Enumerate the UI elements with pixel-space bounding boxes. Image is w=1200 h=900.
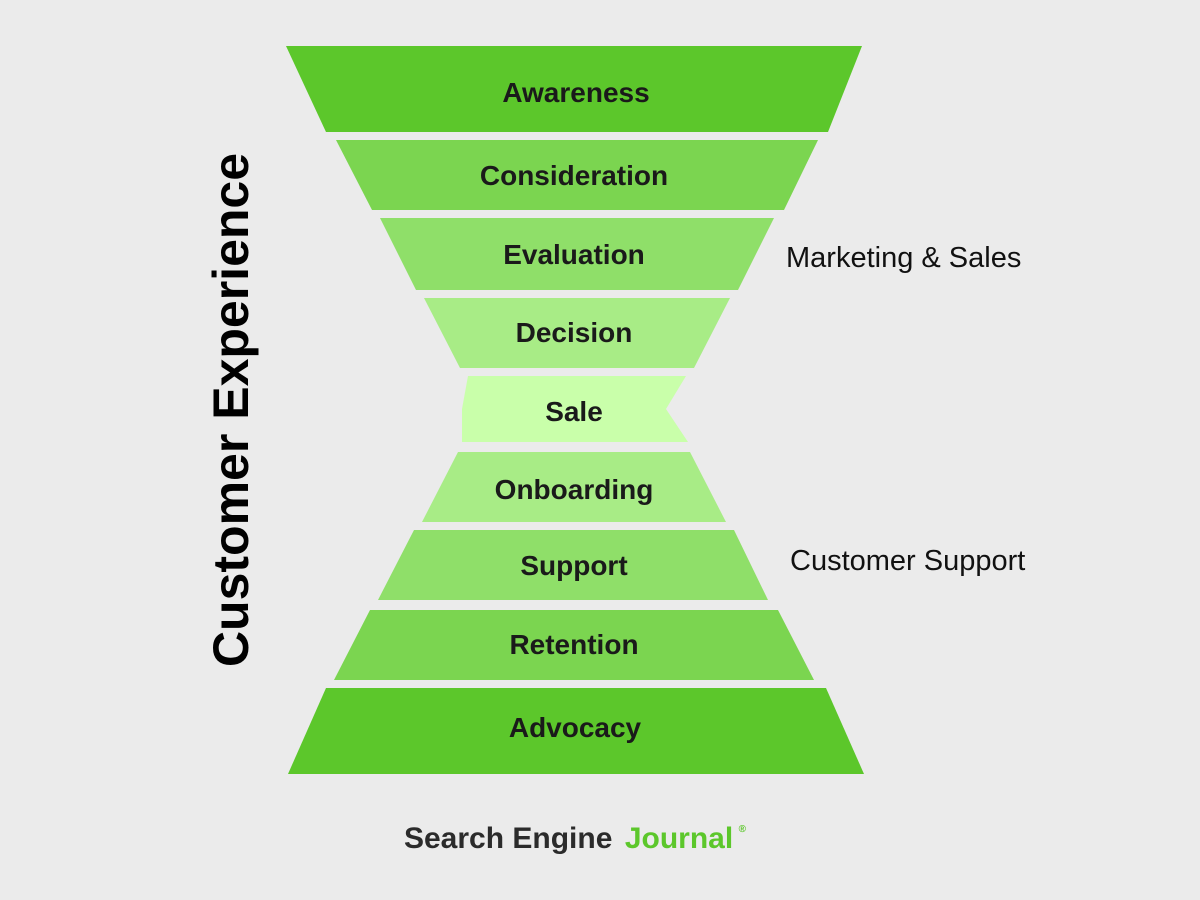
stage-sale-band — [462, 376, 688, 442]
stage-label-onboarding: Onboarding — [495, 474, 654, 505]
brand-registered-mark: ® — [739, 824, 747, 835]
marketing-sales-label: Marketing & Sales — [786, 242, 1021, 274]
stage-retention-band — [334, 610, 814, 680]
stage-label-retention: Retention — [509, 629, 638, 660]
stage-awareness-band — [286, 46, 862, 132]
stage-label-consideration: Consideration — [480, 160, 668, 191]
stage-support-band — [378, 530, 768, 600]
stage-label-sale: Sale — [545, 396, 603, 427]
stage-decision-band — [424, 298, 730, 368]
hourglass-funnel — [286, 46, 864, 774]
stage-consideration-band — [336, 140, 818, 210]
search-engine-journal-logo: Search Engine Journal ® — [404, 822, 747, 855]
stage-onboarding-band — [422, 452, 726, 522]
customer-support-label: Customer Support — [790, 545, 1025, 577]
brand-text-journal: Journal — [625, 822, 733, 855]
customer-experience-title: Customer Experience — [203, 153, 259, 667]
brand-text-search-engine: Search Engine — [404, 822, 612, 855]
stage-label-advocacy: Advocacy — [509, 712, 642, 743]
stage-label-evaluation: Evaluation — [503, 239, 645, 270]
stage-label-decision: Decision — [516, 317, 633, 348]
brand-wordmark: Search Engine Journal ® — [404, 822, 747, 855]
stage-evaluation-band — [380, 218, 774, 290]
stage-advocacy-band — [288, 688, 864, 774]
stage-labels: Awareness Consideration Evaluation Decis… — [480, 77, 668, 743]
stage-label-awareness: Awareness — [502, 77, 649, 108]
stage-label-support: Support — [520, 550, 627, 581]
